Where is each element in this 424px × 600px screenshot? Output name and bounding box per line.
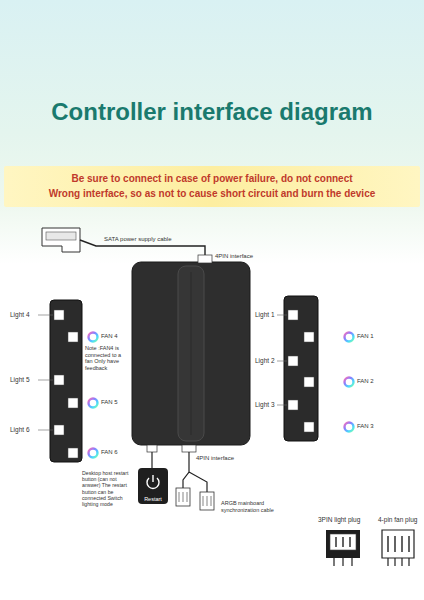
light-label: Light 1: [255, 311, 275, 319]
cable-label: ARGB mainboard synchronization cable: [221, 500, 285, 513]
note-text: Desktop host restart button (can not ans…: [82, 470, 136, 507]
3pin-plug: [326, 530, 360, 566]
cable-label: 4PIN interface: [196, 455, 234, 462]
light-label: Light 2: [255, 357, 275, 365]
cable-label: SATA power supply cable: [104, 236, 171, 243]
cable-label: 4PIN interface: [215, 253, 253, 260]
fan-label: FAN 2: [357, 378, 374, 385]
note-text: Note :FAN4 is connected to a fan Only ha…: [85, 345, 130, 371]
light-label: Light 4: [10, 311, 30, 319]
power-icon: [138, 470, 168, 494]
button-label: Restart: [138, 496, 168, 502]
light-label: Light 3: [255, 401, 275, 409]
left-fan-hub: [50, 300, 82, 462]
fan-label: FAN 4: [101, 333, 118, 340]
right-fan-hub: [284, 296, 318, 441]
leader-lines: [38, 315, 287, 430]
controller-housing: [132, 255, 250, 452]
plug-label: 3PIN light plug: [318, 516, 360, 524]
fan-label: FAN 3: [357, 423, 374, 430]
fan-label: FAN 6: [101, 449, 118, 456]
4pin-plug: [382, 530, 414, 566]
power-cable: [80, 240, 205, 255]
plug-label: 4-pin fan plug: [378, 516, 417, 524]
warning-banner: Be sure to connect in case of power fail…: [4, 166, 420, 207]
light-label: Light 5: [10, 376, 30, 384]
fan-icons: [89, 333, 354, 458]
light-label: Light 6: [10, 426, 30, 434]
restart-button: Restart: [138, 468, 168, 504]
fan-label: FAN 1: [357, 333, 374, 340]
sata-connector: [42, 228, 80, 252]
warning-text: Wrong interface, so as not to cause shor…: [8, 187, 416, 202]
restart-wire: [151, 452, 152, 468]
fan-label: FAN 5: [101, 399, 118, 406]
warning-text: Be sure to connect in case of power fail…: [8, 172, 416, 187]
page-title: Controller interface diagram: [0, 98, 424, 126]
